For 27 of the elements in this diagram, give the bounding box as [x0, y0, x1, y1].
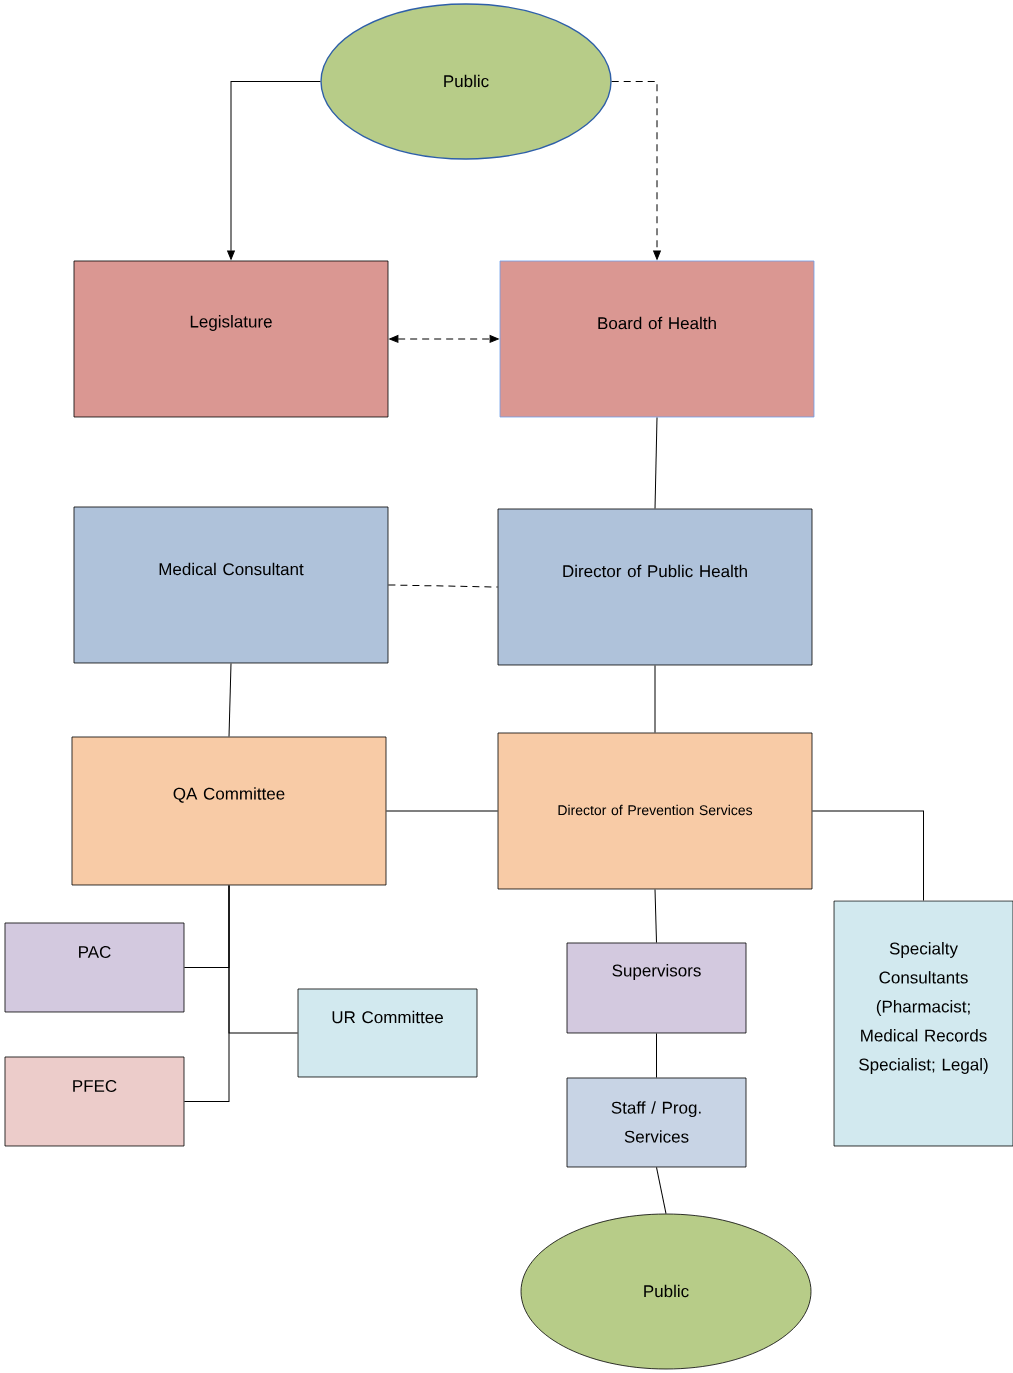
- org-box: QA Committee: [71, 736, 387, 886]
- connector: [811, 810, 924, 902]
- org-box: Specialty Consultants (Pharmacist; Medical Records Specialist; Legal): [833, 900, 1013, 1147]
- org-box: PAC: [4, 922, 185, 1013]
- connector: [389, 335, 499, 343]
- org-box: Director of Prevention Services: [497, 732, 813, 890]
- connector: [183, 884, 230, 1102]
- org-box: Supervisors: [566, 942, 747, 1034]
- org-box: Medical Consultant: [73, 506, 389, 664]
- org-box: PFEC: [4, 1056, 185, 1147]
- org-box: Board of Health: [499, 260, 815, 418]
- connector: [654, 416, 658, 510]
- org-box: Staff / Prog. Services: [566, 1077, 747, 1168]
- connector: [656, 1166, 667, 1215]
- oval: Public: [520, 1213, 812, 1370]
- connector: [387, 584, 499, 588]
- connector: [654, 664, 656, 734]
- connector: [611, 81, 661, 260]
- connector: [654, 888, 657, 944]
- connector: [656, 1032, 657, 1079]
- connector: [228, 662, 232, 738]
- org-box: Legislature: [73, 260, 389, 418]
- connector: [385, 810, 499, 812]
- oval: Public: [320, 3, 612, 160]
- connector: [227, 81, 321, 260]
- org-box: UR Committee: [297, 988, 478, 1078]
- org-box: Director of Public Health: [497, 508, 813, 666]
